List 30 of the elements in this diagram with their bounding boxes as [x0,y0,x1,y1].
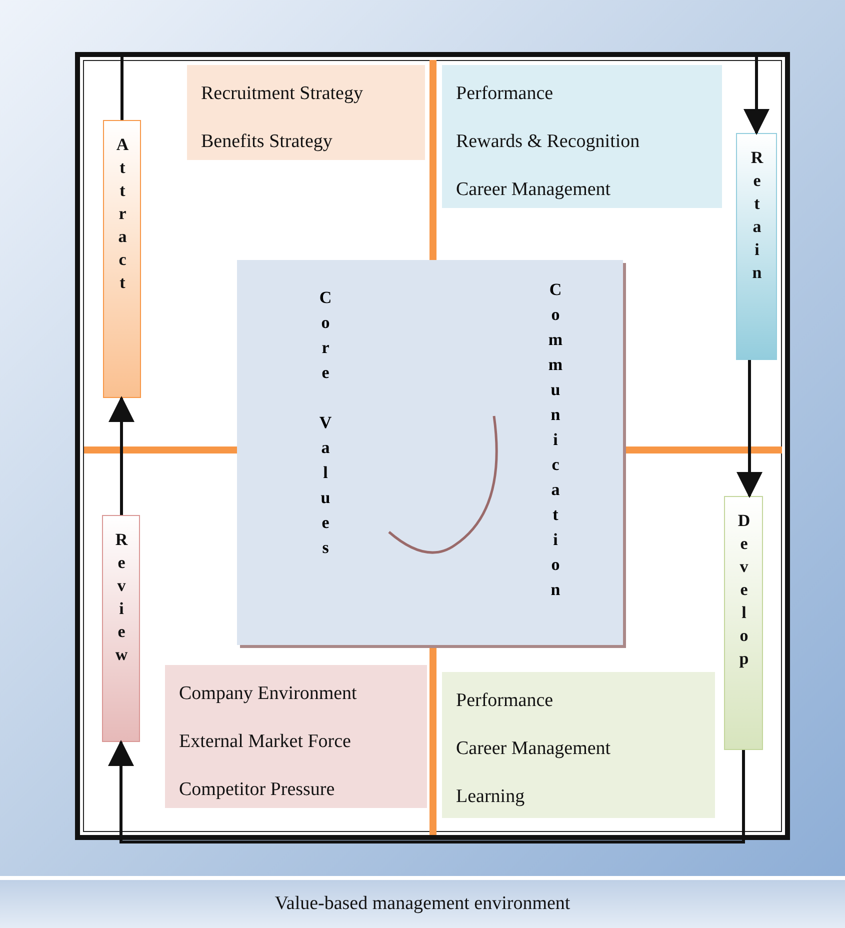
phase-label: Attract [112,135,132,298]
phase-label-box [103,120,141,398]
phase-label: Retain [746,148,766,288]
phase-label: Develop [734,511,754,674]
list-item: Rewards & Recognition [456,130,641,154]
phase-label-box [102,515,140,742]
list-item: Company Environment [179,682,358,706]
list-item: Recruitment Strategy [201,82,364,106]
strategy-box [442,672,715,818]
core-label: Communication [545,280,565,605]
arrow [108,740,745,844]
list-item: External Market Force [179,730,352,754]
strategy-box [442,65,722,208]
list-item: Competitor Pressure [179,778,336,802]
arrow [108,396,134,515]
list-item: Learning [456,785,526,809]
list-item: Performance [456,689,554,713]
caption: Value-based management environment [0,880,845,928]
arrow [736,360,762,498]
core-box [237,260,623,645]
list-item: Benefits Strategy [201,130,334,154]
factor-box [165,665,427,808]
list-item: Performance [456,82,554,106]
phase-label: Review [111,530,131,670]
core-label: Core Values [315,288,335,563]
list-item: Career Management [456,737,612,761]
list-item: Career Management [456,178,612,202]
phase-label-box [724,496,763,750]
strategy-box [187,65,425,160]
phase-label-box [736,133,777,360]
